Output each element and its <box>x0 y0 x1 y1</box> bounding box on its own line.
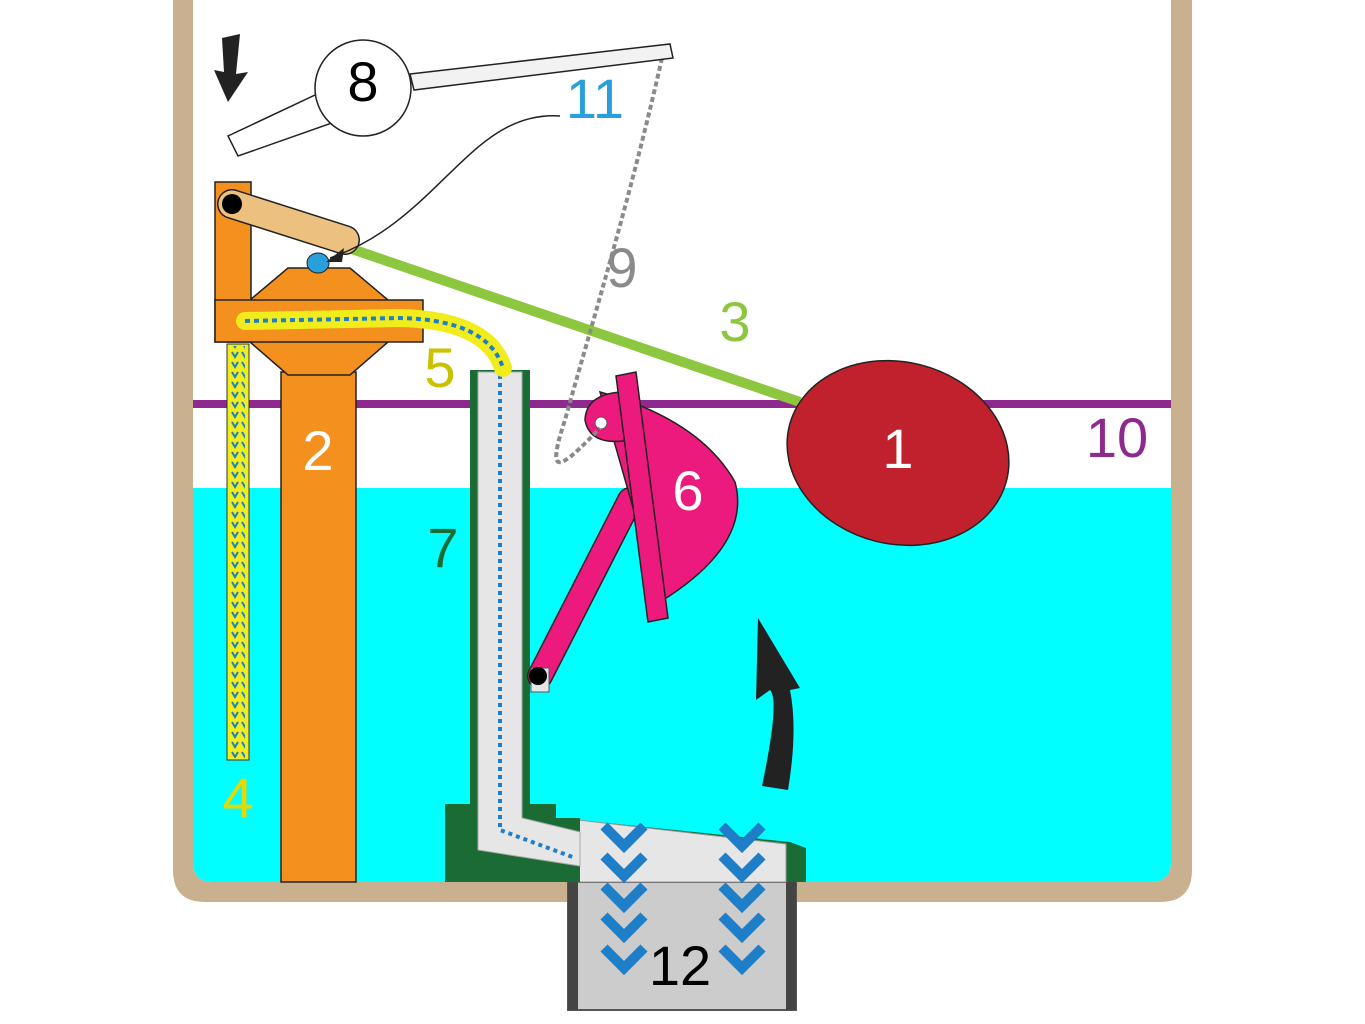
flow-chevron <box>600 912 648 944</box>
label-flapper: 6 <box>672 459 703 522</box>
label-flush-handle: 8 <box>347 50 378 113</box>
label-flush-outlet: 12 <box>649 934 711 997</box>
label-water-level-line: 10 <box>1086 406 1148 469</box>
curved-arrow-up-icon <box>756 618 800 790</box>
lift-chain <box>554 57 664 465</box>
handle-lever <box>409 43 674 91</box>
flapper-plate <box>615 371 669 623</box>
seal-pointer <box>329 115 561 259</box>
float-arm-pivot <box>222 194 242 214</box>
label-valve-body: 2 <box>302 419 333 482</box>
float-assembly <box>217 115 1010 547</box>
flow-chevron <box>718 852 766 884</box>
refill-tube-arrows <box>231 346 245 758</box>
flapper-hinge <box>529 667 547 685</box>
flow-chevron <box>600 852 648 884</box>
overflow-pipe <box>445 370 581 882</box>
float-arm-handle-fill <box>218 190 359 254</box>
label-refill-tube: 4 <box>222 766 253 829</box>
flow-chevron <box>600 944 648 976</box>
label-lift-chain: 9 <box>606 236 637 299</box>
valve-seal <box>306 252 330 274</box>
label-ballcock-float: 1 <box>882 417 913 480</box>
flow-chevron <box>718 944 766 976</box>
flow-chevron <box>600 882 648 914</box>
handle-knob <box>314 39 412 137</box>
seal-pointer-head <box>326 248 344 262</box>
flow-chevron <box>718 912 766 944</box>
flapper-arm-fill <box>528 488 642 688</box>
outlet-pipe-wall-right <box>786 882 796 1010</box>
label-float-arm: 3 <box>719 290 750 353</box>
label-overflow-pipe: 7 <box>427 516 458 579</box>
label-overflow-refill-tube: 5 <box>424 336 455 399</box>
outlet-flow-arrows <box>600 822 766 976</box>
outlet-pipe-wall-left <box>568 882 578 1010</box>
float-arm <box>338 240 802 407</box>
ballcock-float <box>786 359 1010 547</box>
arrow-down-icon <box>214 34 248 102</box>
flow-chevron <box>600 822 648 854</box>
refill-tubes <box>226 308 512 761</box>
flapper <box>527 371 739 693</box>
water <box>193 488 1171 882</box>
flow-chevron <box>718 822 766 854</box>
overflow-refill-arrows <box>244 315 505 369</box>
flapper-ear <box>584 391 631 443</box>
label-valve-seal: 11 <box>566 67 624 130</box>
flow-chevron <box>718 882 766 914</box>
chain-ring <box>594 416 608 430</box>
valve-stem <box>280 371 357 883</box>
overflow-pipe-channel <box>477 371 581 867</box>
flush-handle <box>226 39 674 157</box>
